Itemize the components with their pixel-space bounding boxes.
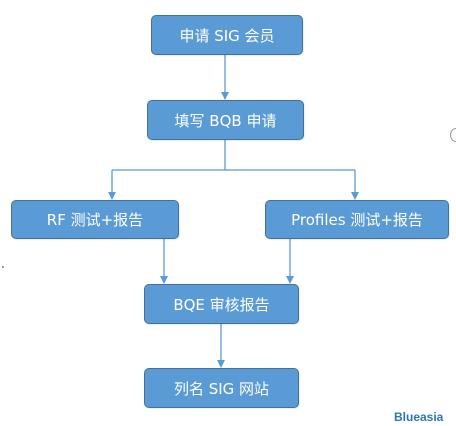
cropped-shape-fragment — [450, 128, 456, 142]
node-rf-test-report: RF 测试+报告 — [11, 200, 179, 239]
node-label: 申请 SIG 会员 — [179, 26, 275, 45]
node-fill-bqb-application: 填写 BQB 申请 — [147, 100, 304, 140]
node-label: Profiles 测试+报告 — [291, 211, 423, 229]
node-label: 列名 SIG 网站 — [173, 379, 270, 398]
cropped-dot-fragment — [2, 266, 4, 268]
node-label: RF 测试+报告 — [46, 211, 144, 229]
node-listed-on-sig-site: 列名 SIG 网站 — [144, 368, 299, 408]
watermark-text: Blueasia — [394, 410, 444, 424]
node-apply-sig-member: 申请 SIG 会员 — [151, 15, 303, 55]
node-bqe-review-report: BQE 审核报告 — [144, 284, 299, 324]
node-profiles-test-report: Profiles 测试+报告 — [265, 200, 449, 239]
node-label: 填写 BQB 申请 — [174, 111, 277, 130]
node-label: BQE 审核报告 — [173, 295, 270, 314]
